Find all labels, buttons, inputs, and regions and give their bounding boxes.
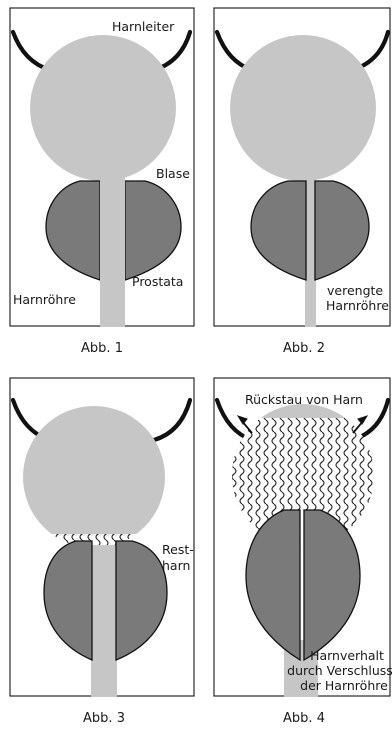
urethra — [100, 170, 125, 327]
label-backflow: Rückstau von Harn — [245, 392, 363, 407]
label-urethra: Harnröhre — [13, 292, 76, 307]
label-residual-line2: harn — [162, 558, 190, 573]
caption-panel-4: Abb. 4 — [283, 711, 325, 726]
caption-panel-2: Abb. 2 — [283, 341, 325, 356]
label-ureter: Harnleiter — [112, 19, 175, 34]
panel-1: Harnleiter Blase Prostata Harnröhre Abb.… — [10, 8, 194, 356]
panel-2: verengte Harnröhre Abb. 2 — [214, 8, 390, 356]
bladder — [30, 35, 176, 181]
panel-3: Rest- harn Abb. 3 — [10, 378, 194, 726]
label-retention-line3: der Harnröhre — [300, 678, 388, 693]
label-residual-line1: Rest- — [162, 542, 194, 557]
label-retention-line2: durch Verschluss — [287, 663, 392, 678]
bladder — [23, 406, 165, 548]
label-bladder: Blase — [156, 166, 190, 181]
label-retention-line1: Harnverhalt — [310, 648, 384, 663]
label-narrowed-line1: verengte — [327, 283, 383, 298]
caption-panel-1: Abb. 1 — [81, 341, 123, 356]
label-narrowed-line2: Harnröhre — [326, 298, 389, 313]
panel-4: Rückstau von Harn Harnverhalt durch Vers… — [214, 378, 392, 726]
label-prostate: Prostata — [132, 274, 183, 289]
caption-panel-3: Abb. 3 — [83, 711, 125, 726]
urethra — [91, 545, 117, 697]
bladder — [230, 35, 376, 181]
